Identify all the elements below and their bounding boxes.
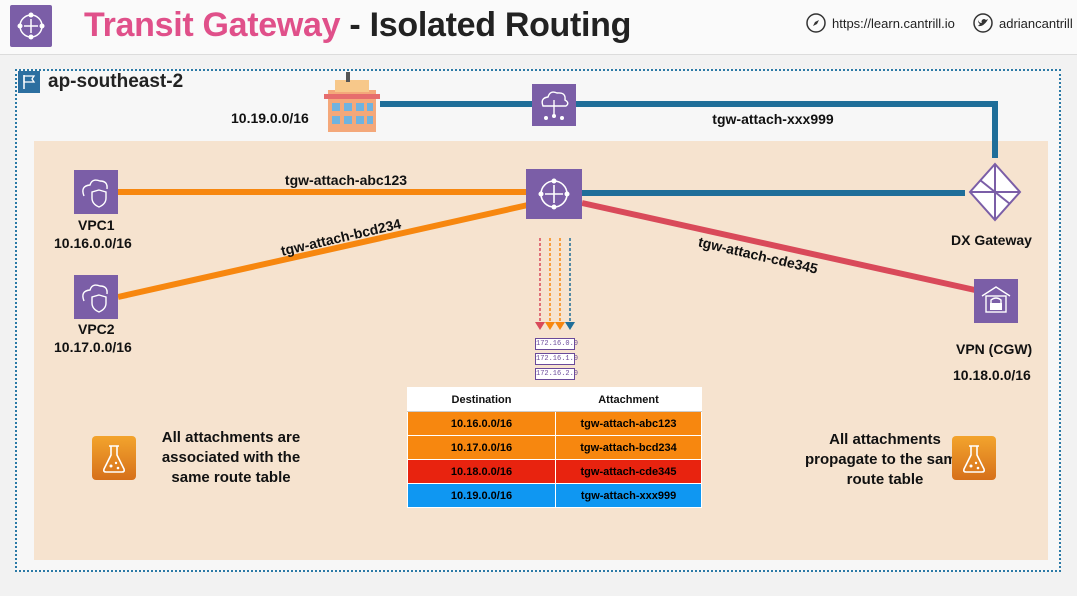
- route-entry: 172.16.1.0: [535, 353, 579, 365]
- dx-gateway-label: DX Gateway: [951, 232, 1032, 248]
- compass-icon: [806, 13, 826, 33]
- vpc2-cidr: 10.17.0.0/16: [54, 339, 132, 355]
- region-label: ap-southeast-2: [48, 71, 184, 92]
- title-part2: - Isolated Routing: [340, 6, 632, 44]
- direct-connect-router-icon: [532, 84, 576, 126]
- corporate-building-icon: [324, 72, 380, 132]
- route-entry: 172.16.2.0: [535, 368, 579, 380]
- route-destination: 10.16.0.0/16: [407, 411, 556, 436]
- vpc-shield-icon: [74, 170, 118, 214]
- dx-gateway-icon: [968, 162, 1022, 222]
- route-attachment: tgw-attach-xxx999: [555, 483, 702, 508]
- route-attachment: tgw-attach-abc123: [555, 411, 702, 436]
- transit-gateway-icon: [10, 5, 52, 47]
- route-attachment: tgw-attach-cde345: [555, 459, 702, 484]
- twitter-handle[interactable]: adriancantrill: [999, 16, 1073, 31]
- page-title: Transit Gateway - Isolated Routing: [84, 6, 631, 45]
- vpn-lock-icon: [974, 279, 1018, 323]
- attach-abc-label: tgw-attach-abc123: [285, 172, 407, 188]
- onprem-cidr: 10.19.0.0/16: [231, 110, 309, 126]
- route-entry: 172.16.0.0: [535, 338, 579, 350]
- route-attachment: tgw-attach-bcd234: [555, 435, 702, 460]
- bcd-connection-line: [117, 202, 529, 300]
- route-table-header: Destination Attachment: [407, 387, 702, 412]
- cde-connection-line: [581, 200, 976, 293]
- route-table-icon: 172.16.0.0 172.16.1.0 172.16.2.0: [535, 338, 579, 383]
- route-destination: 10.17.0.0/16: [407, 435, 556, 460]
- transit-gateway-icon: [526, 169, 582, 219]
- propagation-arrows: [535, 238, 575, 330]
- flag-icon: [18, 71, 40, 93]
- header-destination: Destination: [407, 387, 556, 412]
- header-attachment: Attachment: [555, 387, 702, 412]
- title-part1: Transit Gateway: [84, 6, 341, 44]
- flask-icon: [92, 436, 136, 480]
- vpc2-name: VPC2: [78, 321, 115, 337]
- vpc-shield-icon: [74, 275, 118, 319]
- note-propagate: All attachments propagate to the same ro…: [804, 431, 966, 488]
- route-destination: 10.19.0.0/16: [407, 483, 556, 508]
- website-link[interactable]: https://learn.cantrill.io: [832, 16, 955, 31]
- route-destination: 10.18.0.0/16: [407, 459, 556, 484]
- xxx-connection-line: [380, 101, 998, 158]
- twitter-icon: [973, 13, 993, 33]
- vpn-label: VPN (CGW): [956, 341, 1033, 357]
- attach-xxx-label: tgw-attach-xxx999: [712, 111, 834, 127]
- note-associated: All attachments are associated with the …: [161, 429, 301, 486]
- vpc1-cidr: 10.16.0.0/16: [54, 235, 132, 251]
- header-bar: Transit Gateway - Isolated Routing https…: [0, 0, 1077, 55]
- vpc1-name: VPC1: [78, 217, 115, 233]
- vpn-cidr: 10.18.0.0/16: [953, 367, 1031, 383]
- flask-icon: [952, 436, 996, 480]
